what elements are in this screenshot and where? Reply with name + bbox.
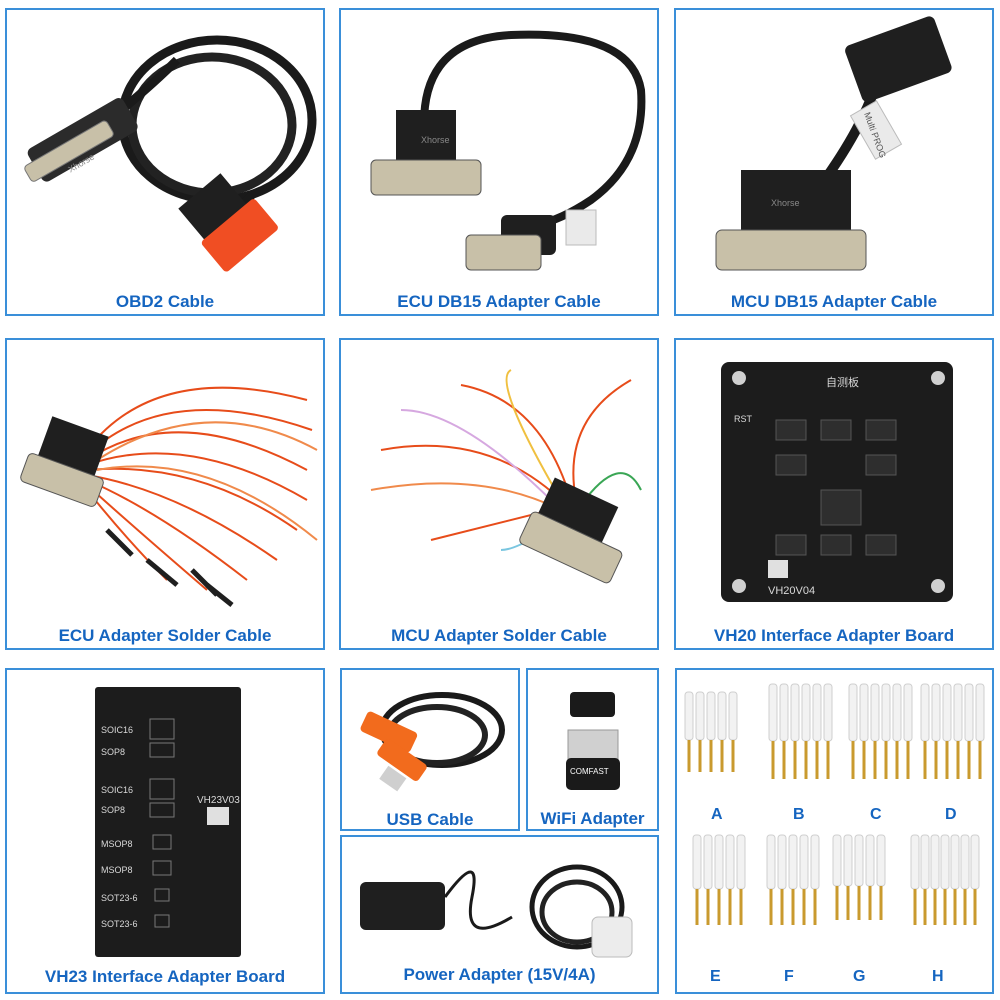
panel-vh23-board: SOIC16 SOP8 SOIC16 SOP8 MSOP8 MSOP8 SOT2… xyxy=(5,668,325,994)
power-adapter-caption: Power Adapter (15V/4A) xyxy=(403,965,596,984)
vh23-footprint-7: SOT23-6 xyxy=(101,919,138,929)
obd2-cable-image xyxy=(24,35,317,272)
ecu-db15-connector-text: Xhorse xyxy=(421,135,450,145)
vh20-board-image xyxy=(721,362,953,602)
panel-ecu-solder-cable: ECU Adapter Solder Cable xyxy=(5,338,325,650)
panel-obd2-cable: Xhorse OBD2 Cable xyxy=(5,8,325,316)
vh23-footprint-6: SOT23-6 xyxy=(101,893,138,903)
probe-label-f: F xyxy=(784,968,794,985)
solder-probes-image xyxy=(684,683,985,925)
panel-vh20-board: 自测板 RST VH20V04 VH20 Interface Adapter B… xyxy=(674,338,994,650)
ecu-db15-cable-image xyxy=(370,30,646,271)
mcu-db15-cable-image xyxy=(715,16,952,271)
usb-cable-caption: USB Cable xyxy=(386,810,474,829)
ecu-db15-cable-caption: ECU DB15 Adapter Cable xyxy=(397,292,601,311)
mcu-solder-cable-caption: MCU Adapter Solder Cable xyxy=(391,626,607,645)
mcu-db15-cable-caption: MCU DB15 Adapter Cable xyxy=(730,292,938,311)
vh20-board-title: 自测板 xyxy=(826,377,859,389)
vh20-board-caption: VH20 Interface Adapter Board xyxy=(713,626,955,645)
probe-label-e: E xyxy=(710,968,721,985)
mcu-solder-cable-image xyxy=(370,369,642,584)
vh23-traces xyxy=(149,718,229,928)
probe-label-d: D xyxy=(945,806,957,823)
vh23-footprint-5: MSOP8 xyxy=(101,865,133,875)
panel-solder-probes: A B C D E F G H xyxy=(675,668,994,994)
vh20-board-model: VH20V04 xyxy=(768,585,816,597)
wifi-adapter-image xyxy=(566,692,620,790)
ecu-solder-cable-image xyxy=(20,386,318,607)
vh23-footprint-3: SOP8 xyxy=(101,805,126,815)
vh20-rst-label: RST xyxy=(734,414,752,424)
vh23-board-model: VH23V03 xyxy=(197,795,240,806)
power-adapter-image xyxy=(360,864,633,958)
probe-label-c: C xyxy=(870,806,882,823)
usb-cable-image xyxy=(360,692,505,792)
panel-mcu-db15-cable: Multi PROG Xhorse MCU DB15 Adapter Cable xyxy=(674,8,994,316)
vh23-board-caption: VH23 Interface Adapter Board xyxy=(44,967,286,986)
panel-power-adapter: Power Adapter (15V/4A) xyxy=(340,835,659,994)
wifi-adapter-caption: WiFi Adapter xyxy=(540,809,645,828)
ecu-solder-cable-caption: ECU Adapter Solder Cable xyxy=(58,626,272,645)
vh23-board-image: SOIC16 SOP8 SOIC16 SOP8 MSOP8 MSOP8 SOT2… xyxy=(95,687,241,957)
vh23-footprint-1: SOP8 xyxy=(101,747,126,757)
vh23-footprint-4: MSOP8 xyxy=(101,839,133,849)
probe-label-a: A xyxy=(711,806,723,823)
probe-label-h: H xyxy=(932,968,944,985)
mcu-db15-connector-text: Xhorse xyxy=(771,198,800,208)
vh23-footprint-2: SOIC16 xyxy=(101,785,134,795)
obd2-cable-caption: OBD2 Cable xyxy=(115,292,215,311)
panel-usb-cable: USB Cable xyxy=(340,668,520,831)
probe-label-g: G xyxy=(853,968,866,985)
vh23-footprint-0: SOIC16 xyxy=(101,725,134,735)
panel-wifi-adapter: COMFAST WiFi Adapter xyxy=(526,668,659,831)
panel-ecu-db15-cable: Xhorse ECU DB15 Adapter Cable xyxy=(339,8,659,316)
panel-mcu-solder-cable: MCU Adapter Solder Cable xyxy=(339,338,659,650)
wifi-brand-text: COMFAST xyxy=(570,767,609,776)
probe-label-b: B xyxy=(793,806,805,823)
